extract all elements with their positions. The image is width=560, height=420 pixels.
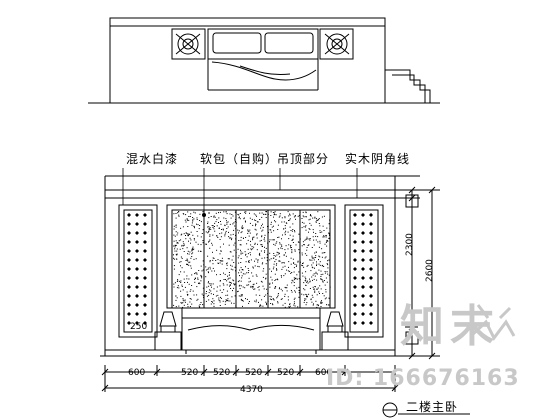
plan-right-nightstand [319,28,354,60]
dim-seg-6: 600 [315,368,333,378]
dim-250: 250 [130,322,148,332]
plan-left-nightstand [171,28,206,60]
label-hunshui-baiqi: 混水白漆 [126,152,179,166]
dim-seg-5: 520 [277,368,295,378]
watermark-logo [470,304,516,341]
right-nightstand [321,331,349,351]
plan-left-lamp-icon [177,33,199,55]
panel-texture [127,211,373,325]
dim-seg-2: 520 [181,368,199,378]
right-wall-panel-inner [349,209,379,333]
plan-side-step [385,69,431,103]
left-lamp-base [160,325,176,332]
right-lamp-shade [326,311,344,327]
label-diaoding: 吊顶部分 [277,152,330,166]
left-wall-panel [118,204,158,338]
dim-seg-1: 600 [128,368,146,378]
label-ruanbao: 软包（自购） [200,152,279,166]
watermark-id: ID: 166676163 [326,366,520,391]
top-plan-view [88,17,440,104]
watermark-brand: 知末 [400,301,500,352]
left-wall-panel-inner [123,209,153,333]
left-nightstand [154,331,182,351]
dim-marker-bottom [405,331,419,345]
dim-seg-3: 520 [213,368,231,378]
dim-marker-top [405,194,419,208]
plan-blanket-curve [211,61,317,81]
right-wall-panel [344,204,384,338]
plan-bed [207,28,319,60]
plan-pillow-right [264,32,314,54]
drawing-title: 二楼主卧 [406,400,459,414]
dim-inner-height: 2300 [405,233,415,256]
dim-total: 4370 [240,385,263,395]
right-lamp-base [327,325,343,332]
plan-right-lamp-icon [326,33,348,55]
dim-outer-height: 2600 [425,259,435,282]
bed-pillows [187,325,315,331]
label-shimu-yinjiaoxian: 实木阴角线 [345,152,411,166]
dim-seg-4: 520 [245,368,263,378]
bed-body [181,307,321,351]
left-lamp-shade [159,311,177,327]
plan-pillow-left [212,32,262,54]
